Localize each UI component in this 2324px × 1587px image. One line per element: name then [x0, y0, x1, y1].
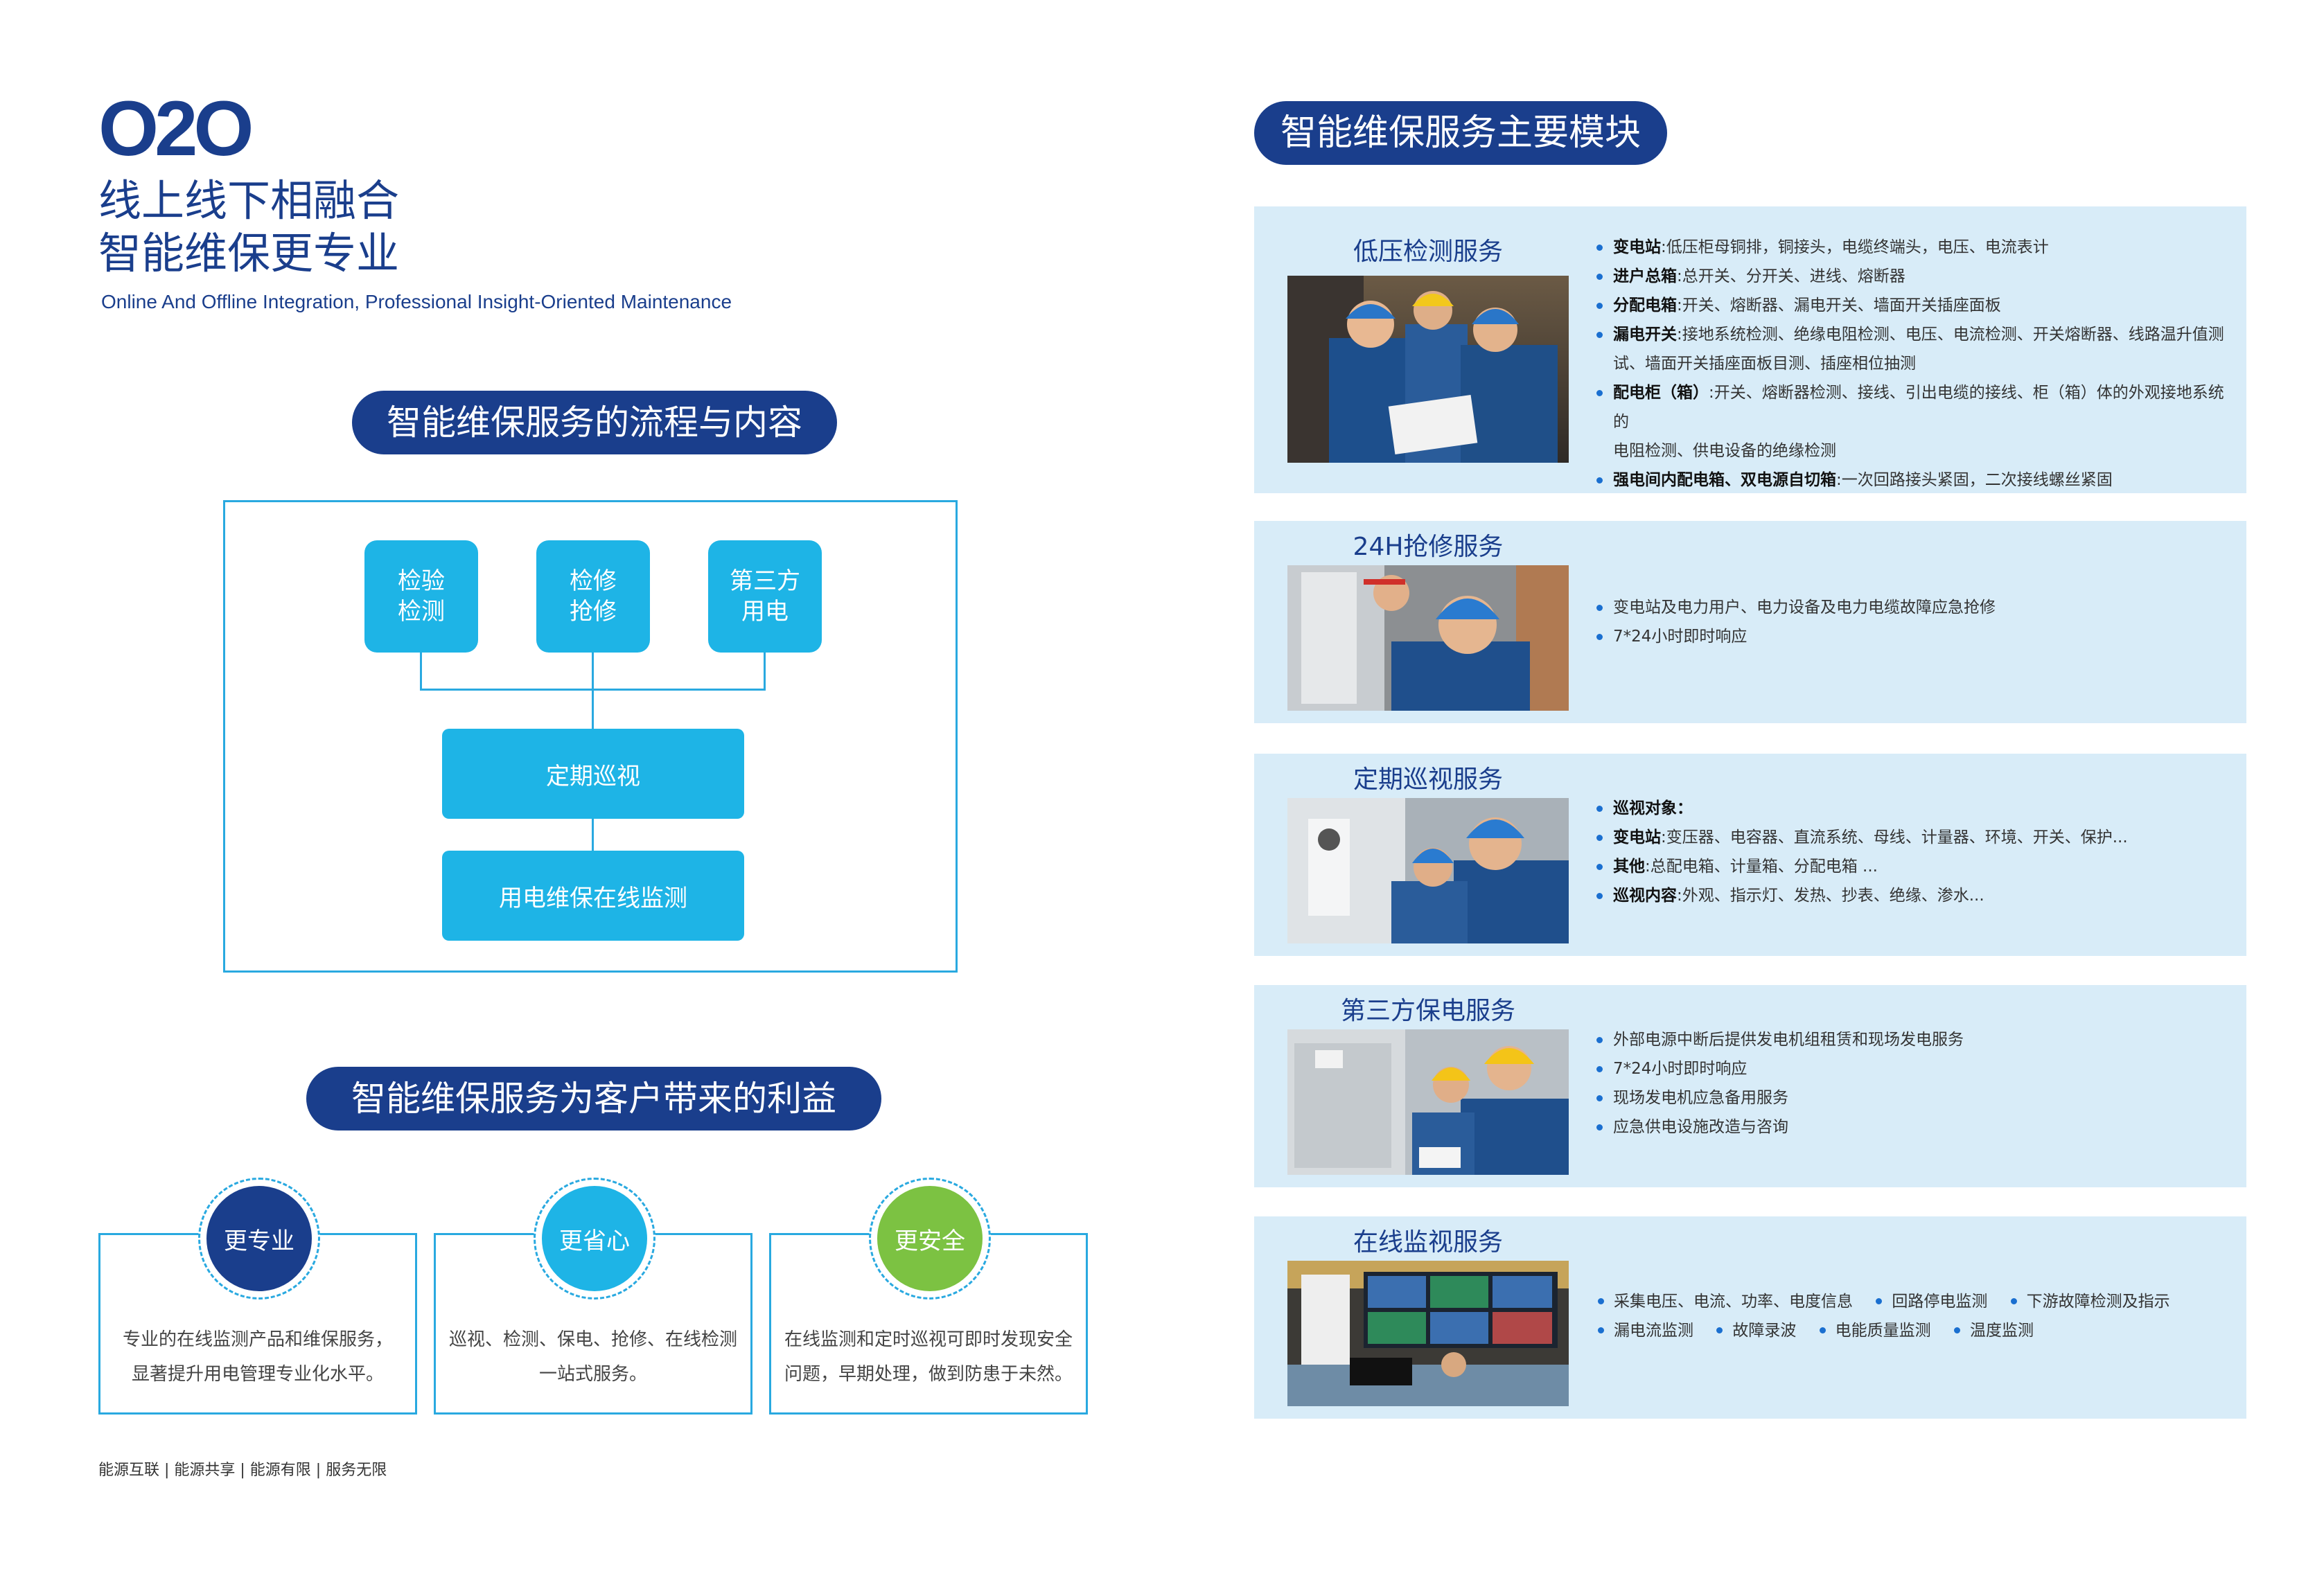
logo-o2o: O2O: [98, 85, 254, 172]
module-list-low-voltage: 变电站:低压柜母铜排，铜接头，电缆终端头，电压、电流表计 进户总箱:总开关、分开…: [1595, 233, 2233, 495]
list-item: 变电站:低压柜母铜排，铜接头，电缆终端头，电压、电流表计: [1595, 233, 2233, 262]
connector-line: [420, 653, 422, 690]
box-line: 第三方: [730, 567, 800, 595]
list-item: 分配电箱:开关、熔断器、漏电开关、墙面开关插座面板: [1595, 291, 2233, 320]
title-line-1: 线上线下相融合: [98, 175, 400, 226]
benefit-badge-safe: 更安全: [877, 1186, 983, 1291]
module-title: 第三方保电服务: [1340, 997, 1515, 1025]
photo-inspection-workers: [1287, 276, 1569, 463]
benefit-desc: 巡视、检测、保电、抢修、在线检测: [448, 1329, 737, 1350]
list-item-continued: 电阻检测、供电设备的绝缘检测: [1613, 442, 1836, 460]
modules-heading: 智能维保服务主要模块: [1254, 101, 1667, 165]
process-box-inspection: 检验 检测: [364, 540, 478, 653]
benefit-badge-worry-free: 更省心: [542, 1186, 647, 1291]
module-list-online-monitor: 采集电压、电流、功率、电度信息 回路停电监测 下游故障检测及指示 漏电流监测 故…: [1598, 1287, 2235, 1345]
list-item: 7*24小时即时响应: [1595, 622, 2233, 651]
connector-line: [592, 653, 594, 729]
list-item: 下游故障检测及指示: [2026, 1293, 2170, 1311]
photo-repair-worker: [1287, 565, 1569, 711]
connector-line: [764, 653, 766, 690]
benefit-desc: 问题，早期处理，做到防患于未然。: [784, 1364, 1073, 1385]
benefit-desc: 一站式服务。: [538, 1364, 647, 1385]
list-item: 采集电压、电流、功率、电度信息: [1614, 1293, 1853, 1311]
process-heading: 智能维保服务的流程与内容: [352, 391, 837, 454]
page-title: 线上线下相融合 智能维保更专业: [98, 175, 399, 279]
list-item: 巡视对象：: [1595, 794, 2233, 823]
title-line-2: 智能维保更专业: [98, 227, 400, 278]
list-item: 现场发电机应急备用服务: [1595, 1083, 2233, 1112]
list-item: 温度监测: [1969, 1322, 2034, 1340]
bullet-icon: [1598, 1327, 1604, 1333]
box-line: 检测: [398, 598, 445, 626]
box-line: 检修: [570, 567, 617, 595]
process-diagram: [223, 500, 958, 973]
module-list-emergency: 变电站及电力用户、电力设备及电力电缆故障应急抢修 7*24小时即时响应: [1595, 593, 2233, 651]
bullet-icon: [1876, 1297, 1883, 1304]
list-item: 配电柜（箱）:开关、熔断器检测、接线、引出电缆的接线、柜（箱）体的外观接地系统的: [1595, 378, 2233, 436]
process-box-patrol: 定期巡视: [442, 729, 744, 819]
bullet-icon: [1819, 1327, 1826, 1333]
list-item: 应急供电设施改造与咨询: [1595, 1112, 2233, 1142]
list-item: 漏电开关:接地系统检测、绝缘电阻检测、电压、电流检测、开关熔断器、线路温升值测: [1595, 320, 2233, 349]
bullet-icon: [1716, 1327, 1723, 1333]
list-item: 进户总箱:总开关、分开关、进线、熔断器: [1595, 262, 2233, 291]
english-subtitle: Online And Offline Integration, Professi…: [101, 291, 732, 312]
list-item: 强电间内配电箱、双电源自切箱:一次回路接头紧固，二次接线螺丝紧固: [1595, 466, 2233, 495]
list-row: 采集电压、电流、功率、电度信息 回路停电监测 下游故障检测及指示: [1598, 1287, 2235, 1316]
bullet-icon: [1598, 1297, 1604, 1304]
list-item: 故障录波: [1732, 1322, 1797, 1340]
list-item: 巡视内容:外观、指示灯、发热、抄表、绝缘、渗水...: [1595, 881, 2233, 910]
module-title: 24H抢修服务: [1353, 533, 1504, 561]
photo-third-party-workers: [1287, 1029, 1569, 1175]
footer-slogan: 能源互联 | 能源共享 | 能源有限 | 服务无限: [98, 1462, 387, 1479]
benefit-badge-professional: 更专业: [206, 1186, 312, 1291]
box-line: 抢修: [570, 598, 617, 626]
box-line: 用电: [741, 598, 789, 626]
benefit-card-professional: 专业的在线监测产品和维保服务， 显著提升用电管理专业化水平。: [98, 1233, 417, 1415]
list-item: 电能质量监测: [1835, 1322, 1931, 1340]
benefit-desc: 专业的在线监测产品和维保服务，: [122, 1329, 393, 1350]
module-list-patrol: 巡视对象： 变电站:变压器、电容器、直流系统、母线、计量器、环境、开关、保护..…: [1595, 794, 2233, 910]
module-list-third-party: 外部电源中断后提供发电机组租赁和现场发电服务 7*24小时即时响应 现场发电机应…: [1595, 1025, 2233, 1142]
module-title: 定期巡视服务: [1353, 765, 1503, 794]
list-item: 变电站:变压器、电容器、直流系统、母线、计量器、环境、开关、保护...: [1595, 823, 2233, 852]
bullet-icon: [1953, 1327, 1960, 1333]
process-box-online-monitor: 用电维保在线监测: [442, 851, 744, 941]
module-title: 在线监视服务: [1353, 1228, 1503, 1257]
list-item: 漏电流监测: [1614, 1322, 1693, 1340]
process-box-repair: 检修 抢修: [536, 540, 650, 653]
benefits-heading: 智能维保服务为客户带来的利益: [306, 1067, 881, 1131]
list-item: 变电站及电力用户、电力设备及电力电缆故障应急抢修: [1595, 593, 2233, 622]
photo-control-room: [1287, 1261, 1569, 1406]
list-item: 其他:总配电箱、计量箱、分配电箱 ...: [1595, 852, 2233, 881]
list-item: 外部电源中断后提供发电机组租赁和现场发电服务: [1595, 1025, 2233, 1054]
photo-patrol-workers: [1287, 798, 1569, 943]
list-row: 漏电流监测 故障录波 电能质量监测 温度监测: [1598, 1316, 2235, 1345]
list-item: 7*24小时即时响应: [1595, 1054, 2233, 1083]
connector-line: [592, 819, 594, 851]
benefit-desc: 在线监测和定时巡视可即时发现安全: [784, 1329, 1073, 1350]
module-title: 低压检测服务: [1353, 238, 1503, 266]
list-item-continued: 试、墙面开关插座面板目测、插座相位抽测: [1613, 355, 1916, 373]
box-line: 检验: [398, 567, 445, 595]
benefit-desc: 显著提升用电管理专业化水平。: [131, 1364, 384, 1385]
process-box-third-party: 第三方 用电: [708, 540, 822, 653]
list-item: 回路停电监测: [1892, 1293, 1988, 1311]
bullet-icon: [2010, 1297, 2017, 1304]
